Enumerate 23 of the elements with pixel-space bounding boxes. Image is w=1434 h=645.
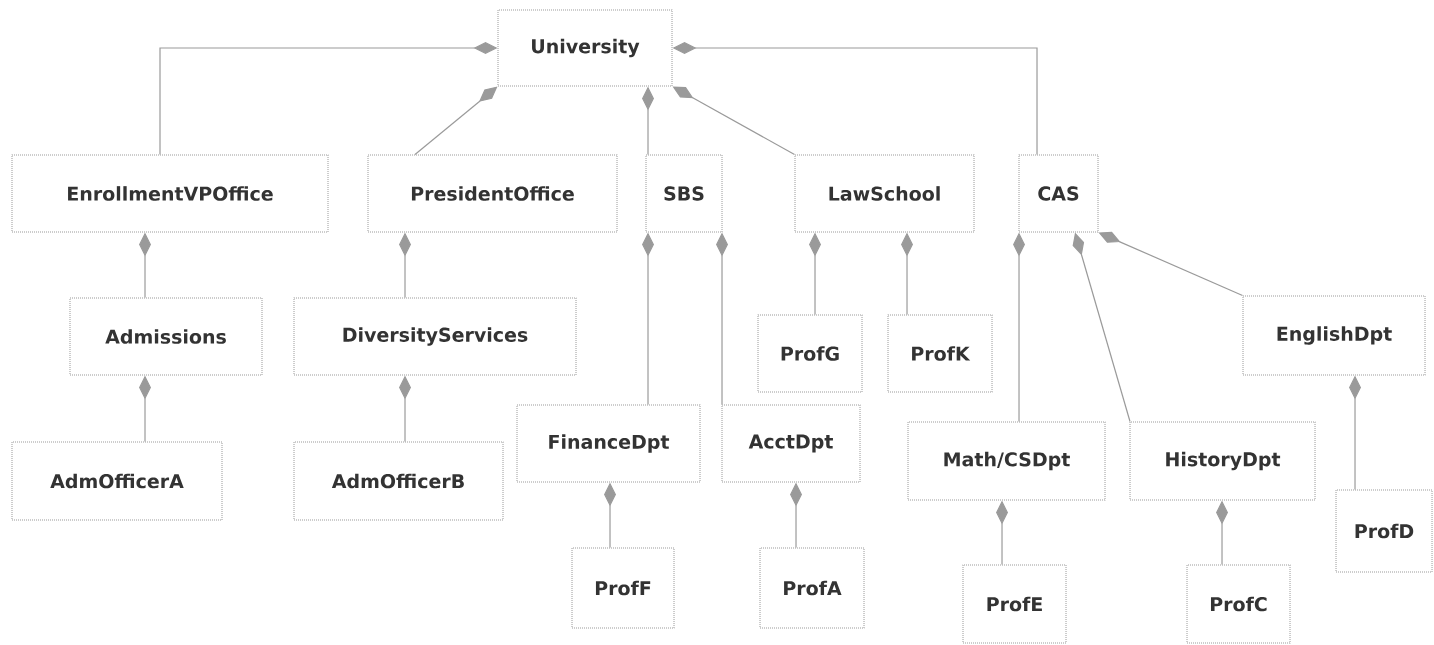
class-box: ProfG — [757, 314, 863, 393]
class-box: Admissions — [69, 297, 263, 376]
class-box: ProfC — [1186, 564, 1291, 644]
class-box: ProfF — [571, 547, 675, 629]
class-box: AdmOfficerA — [11, 441, 223, 521]
class-box: CAS — [1018, 154, 1099, 233]
class-box: AcctDpt — [721, 404, 861, 483]
class-box: LawSchool — [794, 154, 975, 233]
class-box: ProfK — [887, 314, 993, 393]
class-box: ProfD — [1335, 489, 1433, 573]
class-box: SBS — [645, 154, 723, 233]
class-box: DiversityServices — [293, 297, 577, 376]
composition-line — [414, 86, 498, 156]
class-box: ProfA — [759, 547, 865, 629]
class-box: EnrollmentVPOffice — [11, 154, 329, 233]
class-box: EnglishDpt — [1242, 295, 1426, 376]
class-box: HistoryDpt — [1129, 421, 1316, 501]
class-box: AdmOfficerB — [293, 441, 504, 521]
class-box: FinanceDpt — [516, 404, 701, 483]
class-box: PresidentOffice — [367, 154, 618, 233]
class-box: University — [497, 9, 673, 87]
class-box: Math/CSDpt — [907, 421, 1106, 501]
class-box: ProfE — [962, 564, 1067, 644]
